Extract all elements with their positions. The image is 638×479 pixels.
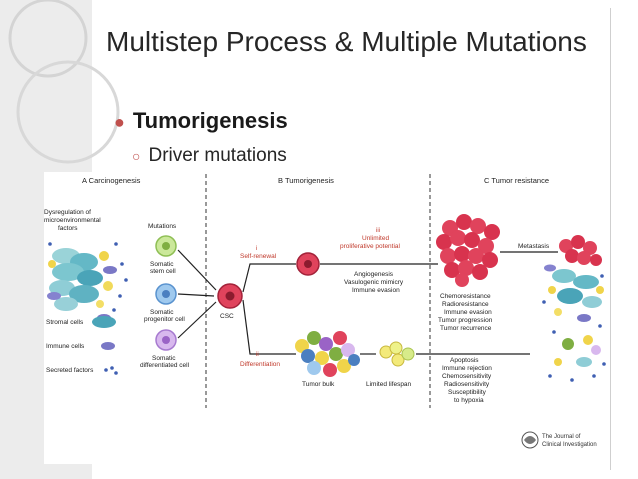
chemo-item-1: Chemoresistance	[440, 293, 491, 300]
immune-cell-sample	[101, 342, 115, 350]
differentiation-path	[242, 299, 296, 355]
bullet-ring-icon: ○	[132, 148, 141, 164]
limited-lifespan-cells	[379, 341, 415, 367]
arrow-diff-to-csc	[177, 301, 217, 339]
arrow-stem-to-csc	[177, 249, 217, 291]
dysregulation-label-1: Dysregulation of	[44, 209, 91, 216]
chemo-item-5: Tumor recurrence	[440, 325, 492, 332]
unlimited-number: iii	[376, 228, 380, 234]
limited-lifespan-label: Limited lifespan	[366, 381, 412, 388]
metastasis-label: Metastasis	[518, 243, 550, 250]
stromal-cell-sample	[92, 316, 116, 328]
tumor-bulk-cluster	[295, 331, 360, 377]
journal-name-line-2: Clinical Investigation	[542, 442, 597, 448]
immune-cells-label: Immune cells	[46, 343, 85, 350]
bullet-level-1: ● Tumorigenesis	[114, 108, 288, 134]
slide-title: Multistep Process & Multiple Mutations	[106, 26, 587, 57]
self-renewal-path	[242, 263, 296, 293]
dysregulation-label-3: factors	[58, 225, 78, 232]
unlimited-label-2: proliferative potential	[340, 243, 401, 250]
bullet-dot-icon: ●	[114, 112, 125, 132]
journal-name-line-1: The Journal of	[542, 434, 581, 440]
somatic-diff-label-1: Somatic	[152, 355, 176, 362]
tumorigenesis-figure: A Carcinogenesis B Tumorigenesis C Tumor…	[44, 172, 608, 464]
panel-c-header: C Tumor resistance	[484, 176, 549, 185]
arrow-progenitor-to-csc	[177, 293, 215, 297]
jci-logo: The Journal of Clinical Investigation	[521, 431, 597, 449]
resistant-tumor-cluster	[436, 214, 500, 287]
secreted-factors-label: Secreted factors	[46, 367, 94, 374]
unlimited-label-1: Unlimited	[362, 235, 389, 242]
self-renewal-label: Self-renewal	[240, 253, 277, 260]
apoptosis-item-3: Chemosensitivity	[442, 373, 492, 380]
somatic-diff-label-2: differentiated cell	[140, 362, 190, 369]
apoptosis-item-4: Radiosensitivity	[444, 381, 490, 388]
somatic-progenitor-label-2: progenitor cell	[144, 316, 185, 323]
chemo-item-4: Tumor progression	[438, 317, 493, 324]
chemo-item-3: Immune evasion	[444, 309, 492, 316]
angiogenesis-label-1: Angiogenesis	[354, 271, 394, 278]
apoptosis-item-6: to hypoxia	[454, 397, 484, 404]
differentiation-number: ii	[256, 352, 259, 358]
self-renewal-number: i	[256, 246, 257, 252]
csc-label: CSC	[220, 313, 234, 320]
dysregulation-label-2: microenvironmental	[44, 217, 101, 224]
panel-b-header: B Tumorigenesis	[278, 176, 334, 185]
panel-a-header: A Carcinogenesis	[82, 176, 141, 185]
apoptosis-item-5: Susceptibility	[448, 389, 487, 396]
bullet-level-2: ○ Driver mutations	[132, 145, 287, 167]
mutations-label: Mutations	[148, 223, 177, 230]
chemo-item-2: Radioresistance	[442, 301, 489, 308]
somatic-progenitor-label-1: Somatic	[150, 309, 174, 316]
somatic-stem-label-1: Somatic	[150, 261, 174, 268]
bullet-level-1-text: Tumorigenesis	[132, 108, 288, 133]
somatic-stem-label-2: stem cell	[150, 268, 176, 275]
right-divider-line	[610, 8, 611, 470]
tumor-bulk-label: Tumor bulk	[302, 381, 335, 388]
apoptosis-item-1: Apoptosis	[450, 357, 479, 364]
apoptosis-item-2: Immune rejection	[442, 365, 492, 372]
microenvironment-cluster	[47, 242, 128, 322]
metastasis-cluster	[542, 235, 606, 382]
differentiation-label: Differentiation	[240, 361, 280, 368]
bullet-level-2-text: Driver mutations	[148, 145, 287, 166]
secreted-factor-sample	[104, 368, 108, 372]
angiogenesis-label-3: Immune evasion	[352, 287, 400, 294]
stromal-cells-label: Stromal cells	[46, 319, 84, 326]
angiogenesis-label-2: Vasulogenic mimicry	[344, 279, 404, 286]
decorative-circles	[8, 0, 120, 164]
